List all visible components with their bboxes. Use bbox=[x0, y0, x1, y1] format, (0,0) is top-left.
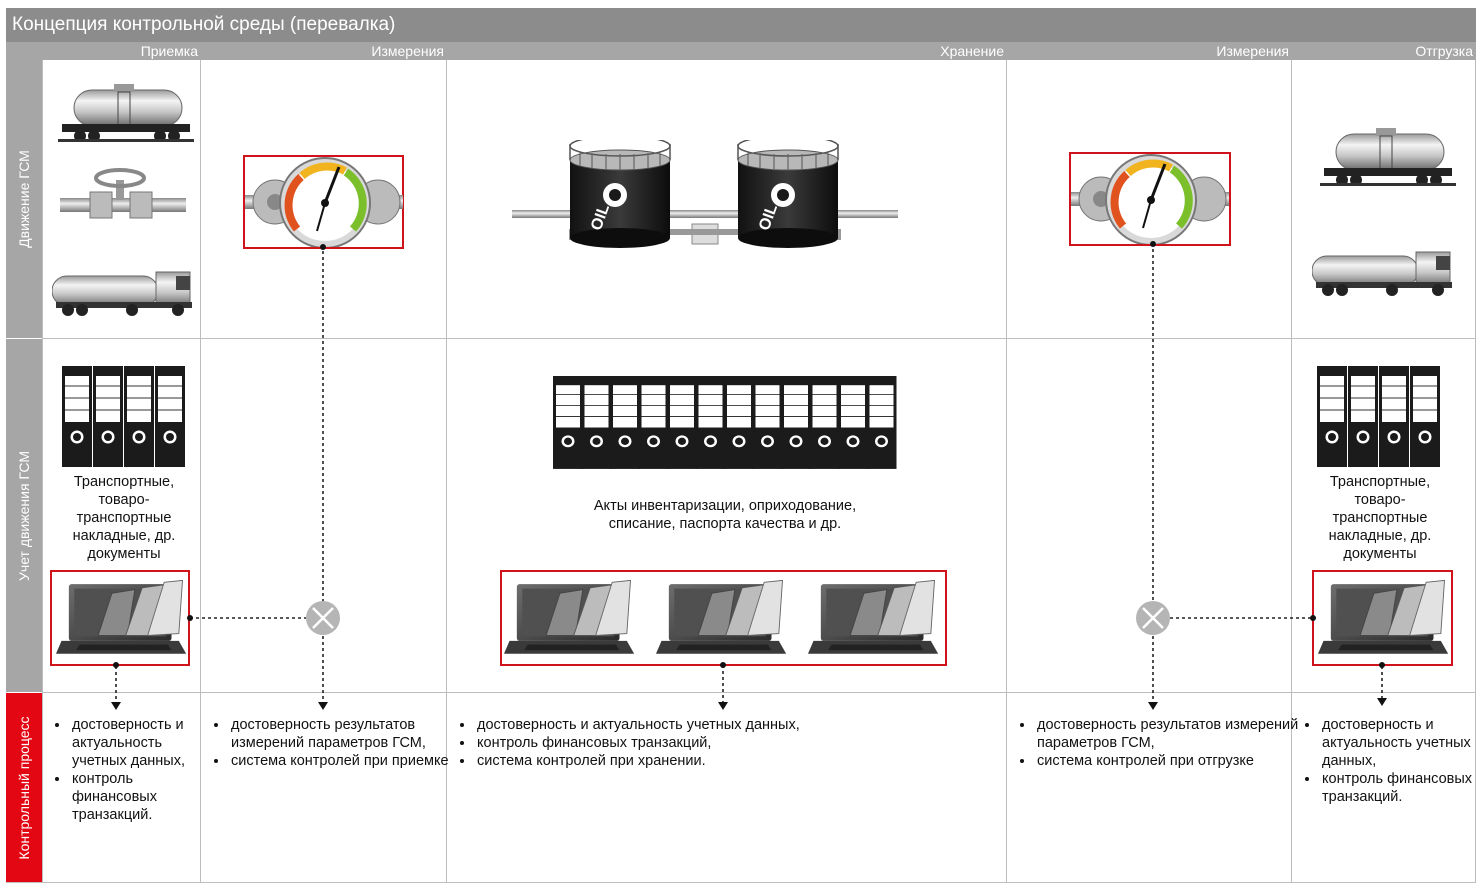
control-junction-icon bbox=[1136, 601, 1170, 635]
measurement-highlight-out bbox=[1069, 152, 1231, 246]
transport-docs-text: Транспортные, товаро-транспортные наклад… bbox=[1328, 474, 1432, 562]
column-header-shipment: Отгрузка bbox=[1415, 43, 1473, 59]
list-item: достоверность результатов измерений пара… bbox=[229, 716, 465, 752]
list-item: достоверность и актуальность учетных дан… bbox=[70, 716, 218, 770]
list-item: система контролей при хранении. bbox=[475, 752, 1015, 770]
column-header-measure-in: Измерения bbox=[371, 43, 444, 59]
control-list-shipment: достоверность и актуальность учетных дан… bbox=[1298, 716, 1482, 806]
grid-line bbox=[6, 882, 1476, 883]
row-label-control: Контрольный процесс bbox=[6, 693, 42, 883]
control-list-storage: достоверность и актуальность учетных дан… bbox=[453, 716, 1015, 770]
grid-line bbox=[42, 692, 1476, 693]
grid-line bbox=[42, 60, 43, 882]
row-label-movement: Движение ГСМ bbox=[6, 60, 42, 338]
row-label-accounting: Учет движения ГСМ bbox=[6, 339, 42, 692]
control-list-measure-out: достоверность результатов измерений пара… bbox=[1013, 716, 1305, 770]
column-header-bar bbox=[6, 42, 1476, 60]
control-list-reception: достоверность и актуальность учетных дан… bbox=[48, 716, 218, 824]
list-item: достоверность и актуальность учетных дан… bbox=[1320, 716, 1482, 770]
column-header-storage: Хранение bbox=[940, 43, 1004, 59]
control-junction-icon bbox=[306, 601, 340, 635]
storage-tanks-icon bbox=[512, 140, 898, 249]
list-item: контроль финансовых транзакций. bbox=[1320, 770, 1482, 806]
list-item: достоверность и актуальность учетных дан… bbox=[475, 716, 1015, 734]
grid-line bbox=[446, 60, 447, 882]
column-header-measure-out: Измерения bbox=[1216, 43, 1289, 59]
transport-docs-text: Транспортные, товаро-транспортные наклад… bbox=[72, 474, 176, 562]
grid-line bbox=[1006, 60, 1007, 882]
grid-line bbox=[42, 338, 1476, 339]
grid-line bbox=[200, 60, 201, 882]
grid-line bbox=[1291, 60, 1292, 882]
pipeline-valve-icon bbox=[60, 168, 186, 219]
column-header-reception: Приемка bbox=[140, 43, 198, 59]
control-list-measure-in: достоверность результатов измерений пара… bbox=[207, 716, 465, 770]
grid-line bbox=[1475, 60, 1476, 882]
list-item: достоверность результатов измерений пара… bbox=[1035, 716, 1305, 752]
list-item: контроль финансовых транзакций. bbox=[70, 770, 218, 824]
list-item: система контролей при приемке bbox=[229, 752, 465, 770]
list-item: контроль финансовых транзакций, bbox=[475, 734, 1015, 752]
page-title: Концепция контрольной среды (перевалка) bbox=[6, 8, 1476, 42]
storage-docs-text: Акты инвентаризации, оприходование, спис… bbox=[593, 498, 857, 532]
list-item: система контролей при отгрузке bbox=[1035, 752, 1305, 770]
